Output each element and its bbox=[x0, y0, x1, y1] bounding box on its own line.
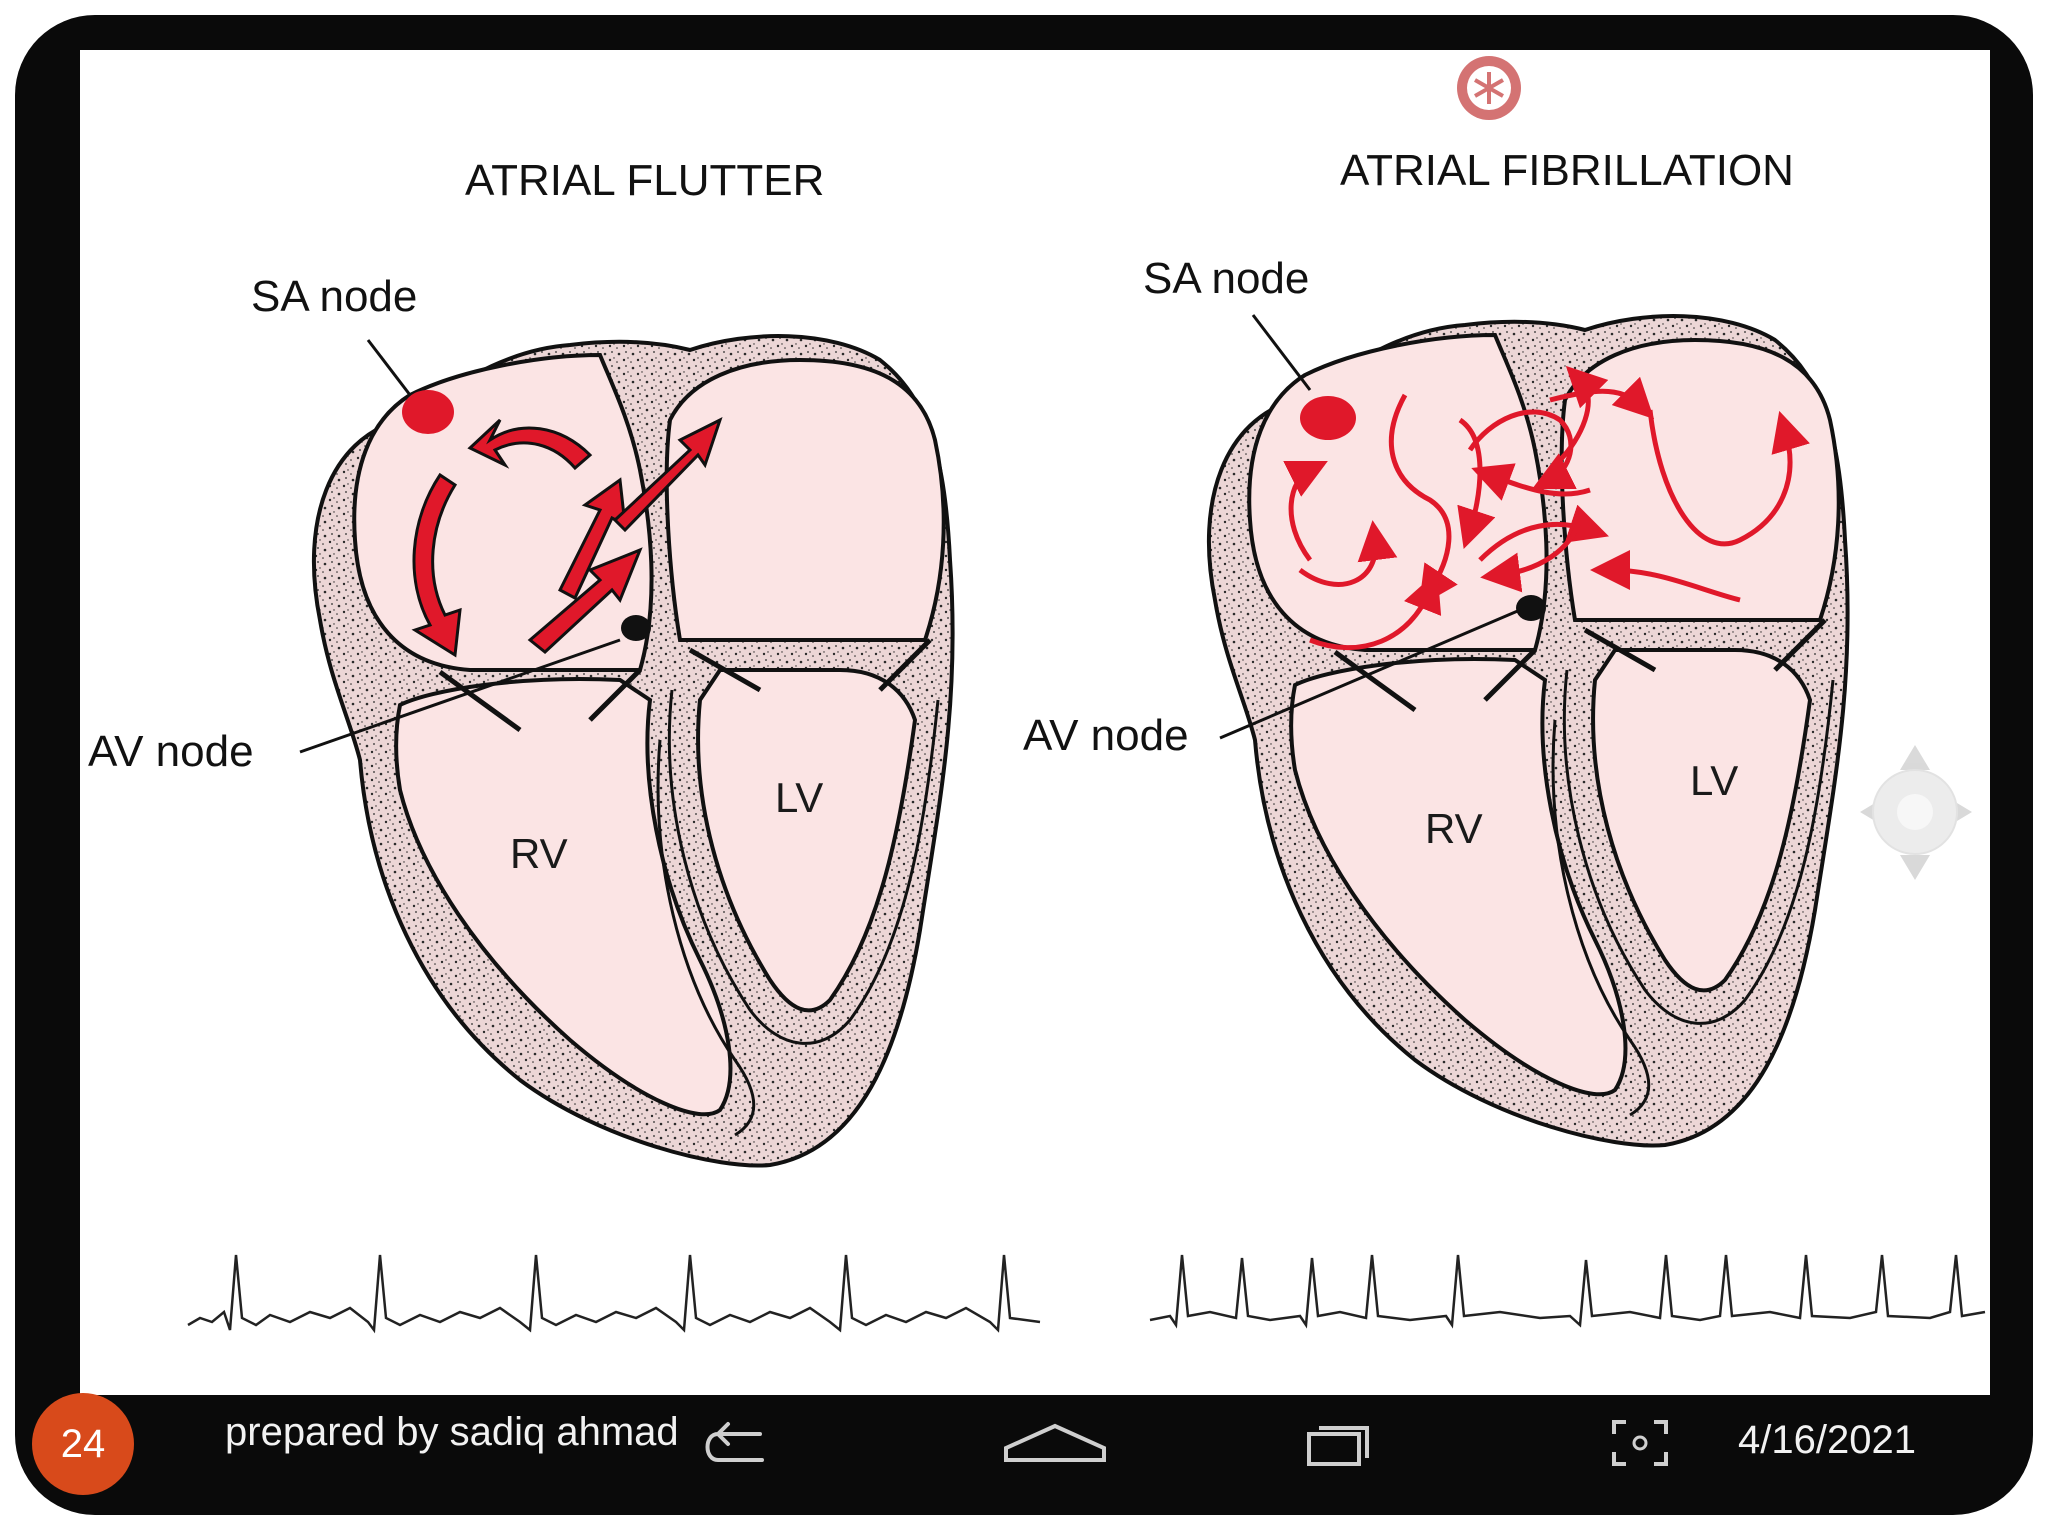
fibrillation-wavelet-arrows bbox=[1283, 365, 1810, 651]
flutter-ecg-trace bbox=[187, 1254, 1041, 1334]
flutter-title: ATRIAL FLUTTER bbox=[465, 156, 824, 205]
flutter-heart bbox=[314, 336, 953, 1165]
screenshot-icon[interactable] bbox=[1610, 1418, 1670, 1468]
date-footer: 4/16/2021 bbox=[1738, 1418, 1916, 1462]
author-footer: prepared by sadiq ahmad bbox=[225, 1410, 679, 1454]
fibrillation-av-label: AV node bbox=[1023, 711, 1189, 760]
fibrillation-rv-label: RV bbox=[1425, 805, 1483, 852]
flutter-sa-pointer bbox=[366, 339, 412, 396]
fibrillation-sa-label: SA node bbox=[1143, 254, 1309, 303]
flutter-reentry-arrows bbox=[411, 417, 723, 658]
home-icon[interactable] bbox=[1000, 1420, 1110, 1470]
fibrillation-sa-node bbox=[1300, 396, 1356, 440]
flutter-sa-node bbox=[402, 390, 454, 434]
dpad-icon[interactable] bbox=[1860, 745, 1972, 880]
flutter-sa-label: SA node bbox=[251, 272, 417, 321]
back-arrow-icon[interactable] bbox=[700, 1420, 770, 1470]
fibrillation-ecg-trace bbox=[1149, 1254, 1986, 1329]
flutter-av-pointer bbox=[299, 638, 621, 754]
fibrillation-lv-label: LV bbox=[1690, 757, 1738, 804]
fibrillation-heart bbox=[1209, 316, 1848, 1145]
flutter-rv-label: RV bbox=[510, 830, 568, 877]
slide-number-badge: 24 bbox=[32, 1393, 134, 1495]
flutter-av-label: AV node bbox=[88, 727, 254, 776]
fibrillation-av-pointer bbox=[1219, 608, 1521, 740]
snowflake-icon bbox=[1457, 56, 1521, 120]
fibrillation-title: ATRIAL FIBRILLATION bbox=[1340, 146, 1794, 195]
fibrillation-sa-pointer bbox=[1251, 314, 1312, 391]
recent-apps-icon[interactable] bbox=[1305, 1420, 1375, 1470]
slide-canvas: ATRIAL FLUTTER SA node AV node RV LV ATR… bbox=[80, 50, 1990, 1395]
flutter-lv-label: LV bbox=[775, 774, 823, 821]
